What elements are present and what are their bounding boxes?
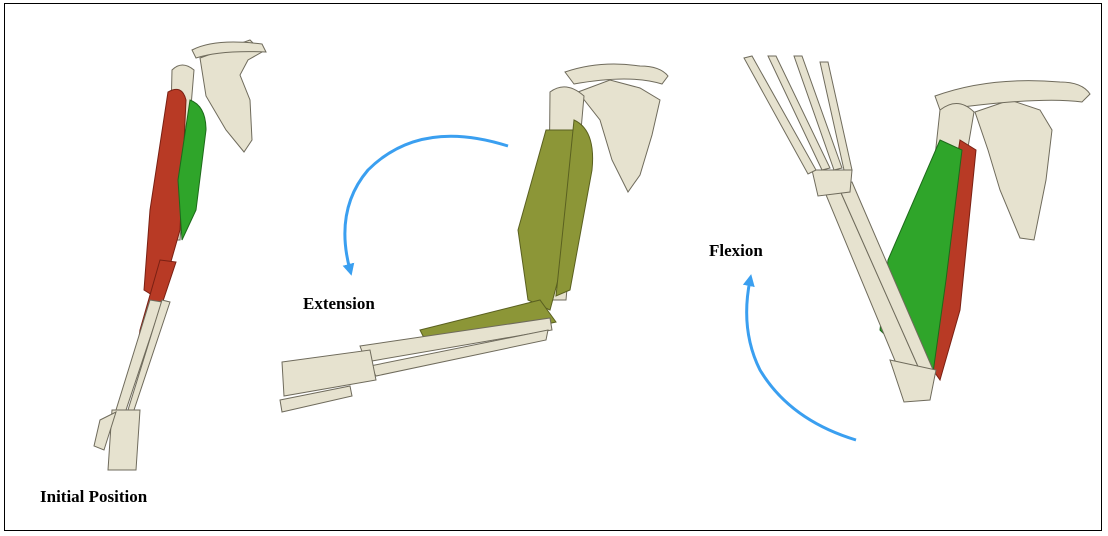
extension-arm <box>280 64 668 412</box>
scapula <box>200 40 262 152</box>
scapula <box>975 100 1052 240</box>
extension-label: Extension <box>303 294 375 314</box>
hand-bones <box>812 170 852 196</box>
clavicle <box>565 64 668 84</box>
flexion-label: Flexion <box>709 241 763 261</box>
flexion-arrow <box>747 280 856 440</box>
initial-position-label: Initial Position <box>40 487 147 507</box>
hand-bones <box>282 350 376 396</box>
initial-position-arm <box>94 40 266 470</box>
extension-arrow <box>345 136 508 270</box>
flexion-arm <box>744 56 1090 402</box>
